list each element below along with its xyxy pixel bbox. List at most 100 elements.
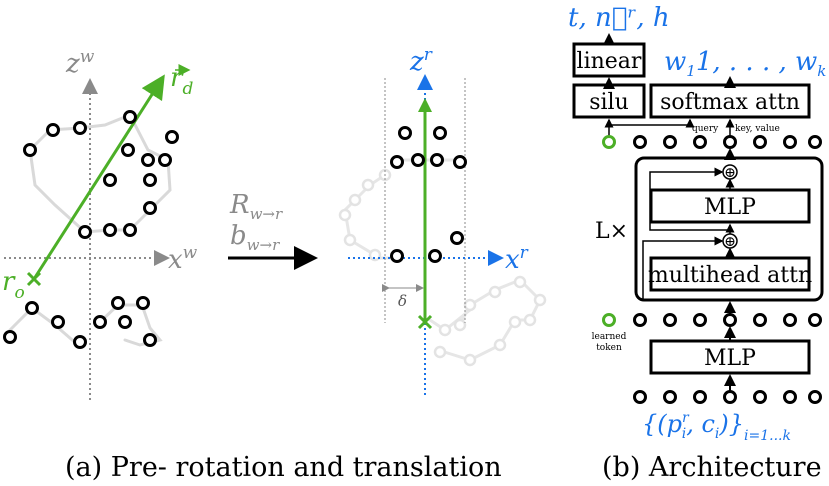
caption-a: (a) Pre- rotation and translation (65, 452, 502, 483)
point (3, 330, 17, 344)
token (663, 390, 677, 404)
point (165, 130, 179, 144)
keyvalue-label: key, value (735, 124, 780, 134)
token (753, 313, 767, 327)
left-points (3, 110, 179, 349)
point (111, 296, 125, 310)
point (428, 249, 442, 263)
token (808, 135, 822, 149)
point (143, 173, 157, 187)
panel-b: t, n⃗ʳ, h w11, . . . , wk linear silu so… (568, 3, 826, 444)
point (141, 153, 155, 167)
point (411, 153, 425, 167)
token (663, 313, 677, 327)
delta-label: δ (398, 292, 407, 310)
token (663, 135, 677, 149)
residual-add-upper-symbol: ⊕ (724, 165, 736, 181)
point (23, 143, 37, 157)
token (783, 390, 797, 404)
point (390, 249, 404, 263)
point (73, 121, 87, 135)
token-row-top (602, 135, 822, 149)
point (143, 201, 157, 215)
token (753, 135, 767, 149)
token (783, 135, 797, 149)
mlp-block (649, 188, 811, 224)
token (783, 313, 797, 327)
token (633, 135, 647, 149)
transform-arrow-group: Rw→r bw→r (228, 190, 318, 270)
linear-label: linear (577, 49, 642, 74)
outputs-label: t, n⃗ʳ, h (568, 3, 670, 33)
point (121, 143, 135, 157)
z-w-label: zw (65, 47, 95, 79)
point (93, 315, 107, 329)
point (78, 225, 92, 239)
residual-add-lower-symbol: ⊕ (724, 234, 736, 250)
point (453, 155, 467, 169)
point (390, 155, 404, 169)
rotation-label: Rw→r (229, 190, 283, 223)
x-r-label: xr (505, 243, 529, 275)
right-points (390, 126, 467, 263)
ray-origin-label: ro (2, 267, 25, 303)
token (693, 313, 707, 327)
learned-token (602, 313, 616, 327)
point (136, 296, 150, 310)
point (123, 223, 137, 237)
multihead-attn-label: multihead attn (648, 263, 812, 288)
learned-token-label-2: token (596, 343, 622, 353)
learned-token-label-1: learned (592, 332, 627, 342)
ray-direction-label: rd (170, 63, 193, 99)
token (808, 390, 822, 404)
point (103, 173, 117, 187)
silu-block (572, 83, 646, 119)
mlp-bottom-label: MLP (704, 346, 756, 371)
token (693, 390, 707, 404)
ray-origin-cross (26, 271, 42, 287)
silu-label: silu (589, 90, 629, 115)
softmax-attn-block (649, 83, 811, 119)
token (633, 390, 647, 404)
token-row-middle (602, 313, 822, 327)
query-path (608, 118, 695, 137)
x-w-label: xw (168, 243, 198, 275)
point (433, 126, 447, 140)
repeat-label: L× (595, 219, 628, 244)
ray-line (32, 74, 165, 280)
softmax-attn-label: softmax attn (660, 90, 800, 115)
point (46, 123, 60, 137)
token (723, 135, 737, 149)
z-r-label: zr (409, 45, 433, 77)
mlp-label: MLP (704, 195, 756, 220)
token (808, 313, 822, 327)
residual-path-upper (649, 167, 730, 231)
translation-label: bw→r (230, 221, 280, 254)
point (25, 301, 39, 315)
point (430, 153, 444, 167)
point (158, 153, 172, 167)
panel-a-left: zw xw rd ro (2, 47, 198, 400)
token (693, 135, 707, 149)
token (602, 135, 616, 149)
token (723, 313, 737, 327)
point (118, 315, 132, 329)
caption-b: (b) Architecture (602, 452, 822, 483)
residual-path-lower (642, 236, 730, 301)
token-row-bottom (633, 390, 822, 404)
aligned-ray-origin (417, 314, 433, 330)
point (73, 335, 87, 349)
point (103, 223, 117, 237)
token (633, 313, 647, 327)
query-label: query (692, 124, 719, 134)
point (450, 231, 464, 245)
token (753, 390, 767, 404)
aligned-ray-head (418, 98, 432, 112)
weights-label: w11, . . . , wk (664, 47, 826, 80)
panel-a-right: zr xr δ (338, 45, 547, 395)
point (398, 126, 412, 140)
token (723, 390, 737, 404)
point (51, 315, 65, 329)
